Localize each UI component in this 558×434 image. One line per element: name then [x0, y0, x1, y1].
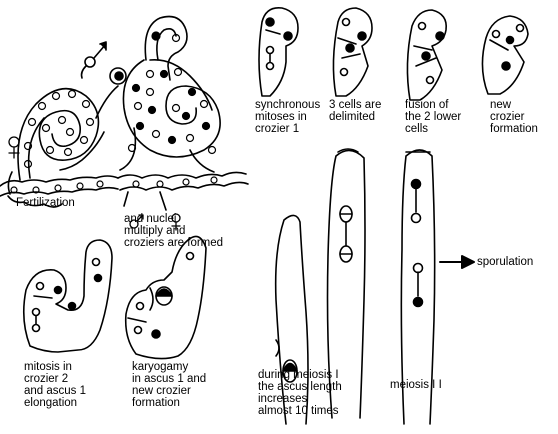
- sporulation-arrow-icon: [440, 256, 474, 268]
- label-fusion-lower: fusion of the 2 lower cells: [405, 99, 461, 135]
- host-hypha-2: [118, 172, 246, 178]
- crozier-new-formation: [482, 16, 528, 94]
- croziers-formed-illustration: [118, 17, 248, 211]
- fertilization-illustration: [0, 42, 126, 207]
- label-karyogamy: karyogamy in ascus 1 and new crozier for…: [132, 361, 206, 409]
- crozier-fusion-lower: [407, 10, 446, 100]
- crozier-karyogamy: [126, 236, 206, 358]
- crozier-mitosis-two: [24, 240, 112, 352]
- trichogyne: [96, 86, 118, 118]
- crozier-synchronous-mitoses: [259, 8, 298, 96]
- label-meiosis-two: meiosis I I: [390, 379, 442, 391]
- label-meiosis-one: during meiosis I the ascus length increa…: [258, 369, 342, 417]
- label-mitosis-crozier2: mitosis in crozier 2 and ascus 1 elongat…: [24, 361, 86, 409]
- label-nuclei-multiply: and nuclei multiply and croziers are for…: [124, 213, 223, 249]
- label-fertilization: Fertilization: [16, 197, 75, 209]
- label-cells-delimited: 3 cells are delimited: [329, 99, 381, 123]
- male-nucleus: [115, 72, 123, 80]
- label-synchronous-mitoses: synchronous mitoses in crozier 1: [255, 99, 320, 135]
- label-sporulation: sporulation: [477, 256, 533, 268]
- crozier-cells-delimited: [333, 8, 372, 96]
- host-hypha-1-lower: [0, 188, 118, 196]
- label-new-crozier-formation: new crozier formation: [490, 99, 538, 135]
